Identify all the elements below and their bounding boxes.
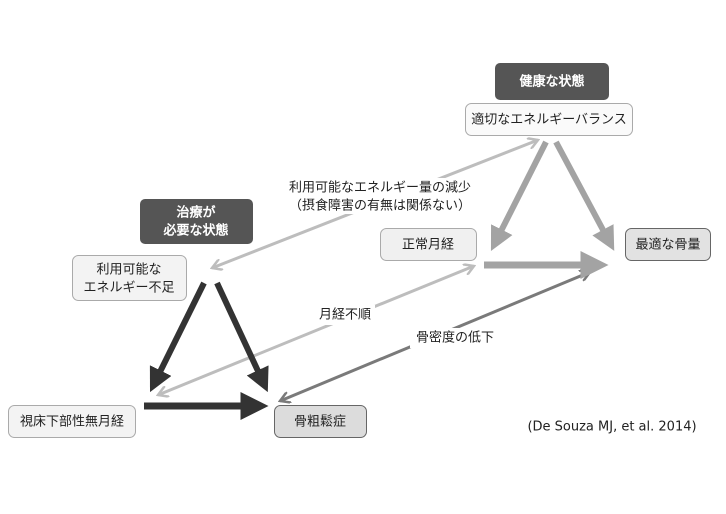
bone-density-decrease-label: 骨密度の低下	[416, 330, 494, 346]
osteoporosis-box: 骨粗鬆症	[274, 405, 367, 438]
osteoporosis-label: 骨粗鬆症	[294, 415, 346, 430]
low-energy-label-1: 利用可能な	[96, 263, 161, 278]
treatment-needed-box: 治療が 必要な状態	[140, 199, 253, 244]
normal-menstruation-label: 正常月経	[402, 238, 454, 253]
arrow-energy-to-amenorrhea	[149, 281, 207, 393]
treatment-needed-label-2: 必要な状態	[162, 223, 228, 239]
citation: (De Souza MJ, et al. 2014)	[527, 420, 696, 435]
arrow-balance-to-menstruation	[490, 140, 549, 252]
healthy-state-label: 健康な状態	[519, 74, 584, 90]
amenorrhea-box: 視床下部性無月経	[8, 405, 136, 438]
optimal-bone-box: 最適な骨量	[625, 228, 711, 261]
amenorrhea-label: 視床下部性無月経	[20, 415, 124, 430]
optimal-bone-label: 最適な骨量	[635, 237, 700, 253]
energy-decrease-label: 利用可能なエネルギー量の減少	[289, 180, 471, 196]
normal-menstruation-box: 正常月経	[380, 228, 477, 261]
energy-balance-label: 適切なエネルギーバランス	[471, 112, 627, 128]
energy-decrease-note: （摂食障害の有無は関係ない）	[289, 198, 471, 214]
low-energy-label-2: エネルギー不足	[83, 281, 174, 296]
healthy-state-box: 健康な状態	[495, 63, 609, 100]
arrow-energy-to-osteoporosis	[214, 281, 269, 393]
treatment-needed-label-1: 治療が	[176, 205, 215, 221]
energy-balance-box: 適切なエネルギーバランス	[465, 103, 633, 136]
irregular-menstruation-label: 月経不順	[319, 308, 371, 323]
low-energy-box: 利用可能な エネルギー不足	[72, 255, 187, 301]
arrow-balance-to-bone	[553, 140, 615, 251]
